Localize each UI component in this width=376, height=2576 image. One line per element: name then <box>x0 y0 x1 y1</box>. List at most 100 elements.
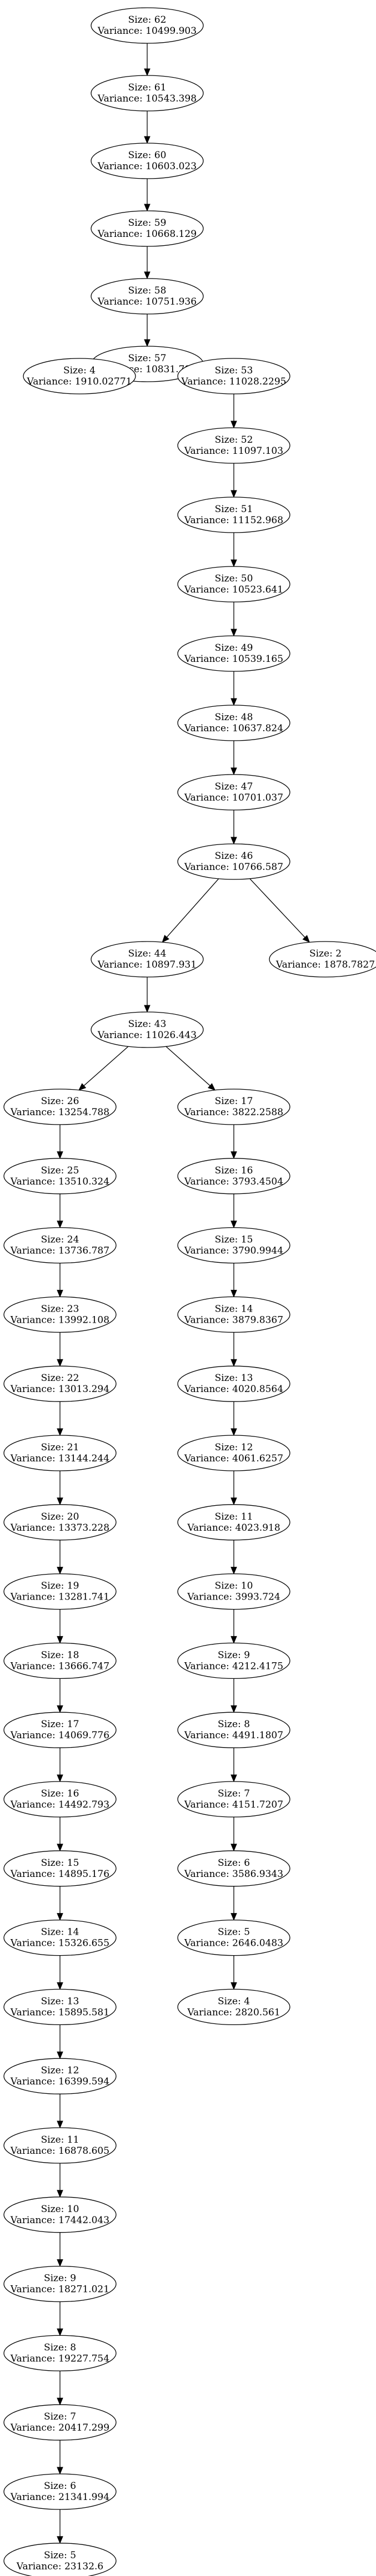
arrowhead <box>144 204 151 212</box>
arrowhead <box>57 2397 63 2406</box>
edge-n23-to-n22 <box>57 1332 63 1367</box>
node-size-label: Size: 49 <box>215 642 253 654</box>
node-size-label: Size: 6 <box>44 2481 76 2492</box>
node-size-label: Size: 15 <box>41 1858 79 1869</box>
node-ellipse <box>3 1158 117 1195</box>
arrowhead <box>144 1005 151 1013</box>
node-size-label: Size: 12 <box>41 2065 79 2076</box>
node-size-label: Size: 17 <box>41 1719 79 1730</box>
node-ellipse <box>3 2127 117 2164</box>
node-size-label: Size: 5 <box>218 1927 250 1938</box>
node-ellipse <box>91 7 204 44</box>
edge-n58-to-n57 <box>144 314 151 347</box>
edge-n48-to-n47 <box>230 741 237 776</box>
node-ellipse <box>3 2543 117 2576</box>
node-variance-label: Variance: 21341.994 <box>10 2492 109 2503</box>
node-variance-label: Variance: 16399.594 <box>10 2076 109 2087</box>
node-size-label: Size: 43 <box>128 1019 167 1030</box>
arrowhead <box>57 1289 63 1298</box>
node-ellipse <box>177 427 290 464</box>
node-variance-label: Variance: 4212.4175 <box>184 1661 283 1672</box>
node-variance-label: Variance: 10701.037 <box>184 792 283 803</box>
arrowhead <box>162 935 169 943</box>
node-size-label: Size: 59 <box>128 217 167 229</box>
node-ellipse <box>177 1642 290 1679</box>
node-ellipse <box>3 1296 117 1333</box>
edges-layer <box>57 43 310 2544</box>
edge-n13a-to-n12a <box>57 2025 63 2059</box>
node-variance-label: Variance: 10539.165 <box>184 654 283 665</box>
arrowhead <box>144 271 151 280</box>
arrowhead <box>230 1497 237 1506</box>
edge-n18-to-n17a <box>57 1678 63 1713</box>
node-ellipse <box>91 210 204 247</box>
node-ellipse <box>3 1573 117 1610</box>
arrowhead <box>57 1913 63 1921</box>
node-variance-label: Variance: 11026.443 <box>97 1030 197 1041</box>
arrowhead <box>230 767 237 776</box>
node-ellipse <box>177 1365 290 1402</box>
edge-n10a-to-n9a <box>57 2232 63 2267</box>
arrowhead <box>78 1083 87 1091</box>
node-variance-label: Variance: 3790.9944 <box>184 1246 283 1257</box>
arrowhead <box>230 629 237 637</box>
arrowhead <box>230 1913 237 1921</box>
node-size-label: Size: 7 <box>218 1788 250 1799</box>
node-ellipse <box>3 2404 117 2441</box>
node-variance-label: Variance: 15326.655 <box>10 1938 109 1949</box>
node-ellipse <box>177 1988 290 2026</box>
node-size-label: Size: 62 <box>128 14 167 26</box>
edge-n7a-to-n6a <box>57 2440 63 2475</box>
node-variance-label: Variance: 10668.129 <box>97 229 197 240</box>
node-size-label: Size: 20 <box>41 1511 79 1522</box>
arrowhead <box>230 1428 237 1436</box>
edge-n13b-to-n12b <box>230 1401 237 1436</box>
node-size-label: Size: 2 <box>309 948 342 959</box>
edge-n60-to-n59 <box>144 179 151 212</box>
node-size-label: Size: 18 <box>41 1649 79 1661</box>
edge-n26-to-n25 <box>57 1125 63 1160</box>
edge-n21-to-n20 <box>57 1471 63 1506</box>
node-size-label: Size: 4 <box>218 1996 250 2007</box>
node-variance-label: Variance: 4491.1807 <box>184 1730 283 1741</box>
node-variance-label: Variance: 3879.8367 <box>184 1314 283 1325</box>
node-size-label: Size: 48 <box>215 712 253 723</box>
node-size-label: Size: 8 <box>218 1719 250 1730</box>
arrowhead <box>57 1428 63 1436</box>
edge-n8a-to-n7a <box>57 2371 63 2406</box>
edge-n22-to-n21 <box>57 1401 63 1436</box>
node-ellipse <box>3 1850 117 1887</box>
node-size-label: Size: 19 <box>41 1581 79 1592</box>
edge-line <box>249 878 305 938</box>
node-variance-label: Variance: 13992.108 <box>10 1314 109 1325</box>
arrowhead <box>57 1705 63 1713</box>
node-size-label: Size: 7 <box>44 2411 76 2422</box>
node-variance-label: Variance: 13373.228 <box>10 1522 109 1534</box>
node-ellipse <box>177 497 290 533</box>
arrowhead <box>57 2536 63 2544</box>
arrowhead <box>230 1289 237 1298</box>
node-size-label: Size: 60 <box>128 150 167 161</box>
arrowhead <box>57 1221 63 1228</box>
arrowhead <box>57 2328 63 2336</box>
arrowhead <box>230 1636 237 1644</box>
node-variance-label: Variance: 11152.968 <box>184 515 283 526</box>
node-size-label: Size: 13 <box>41 1996 79 2007</box>
